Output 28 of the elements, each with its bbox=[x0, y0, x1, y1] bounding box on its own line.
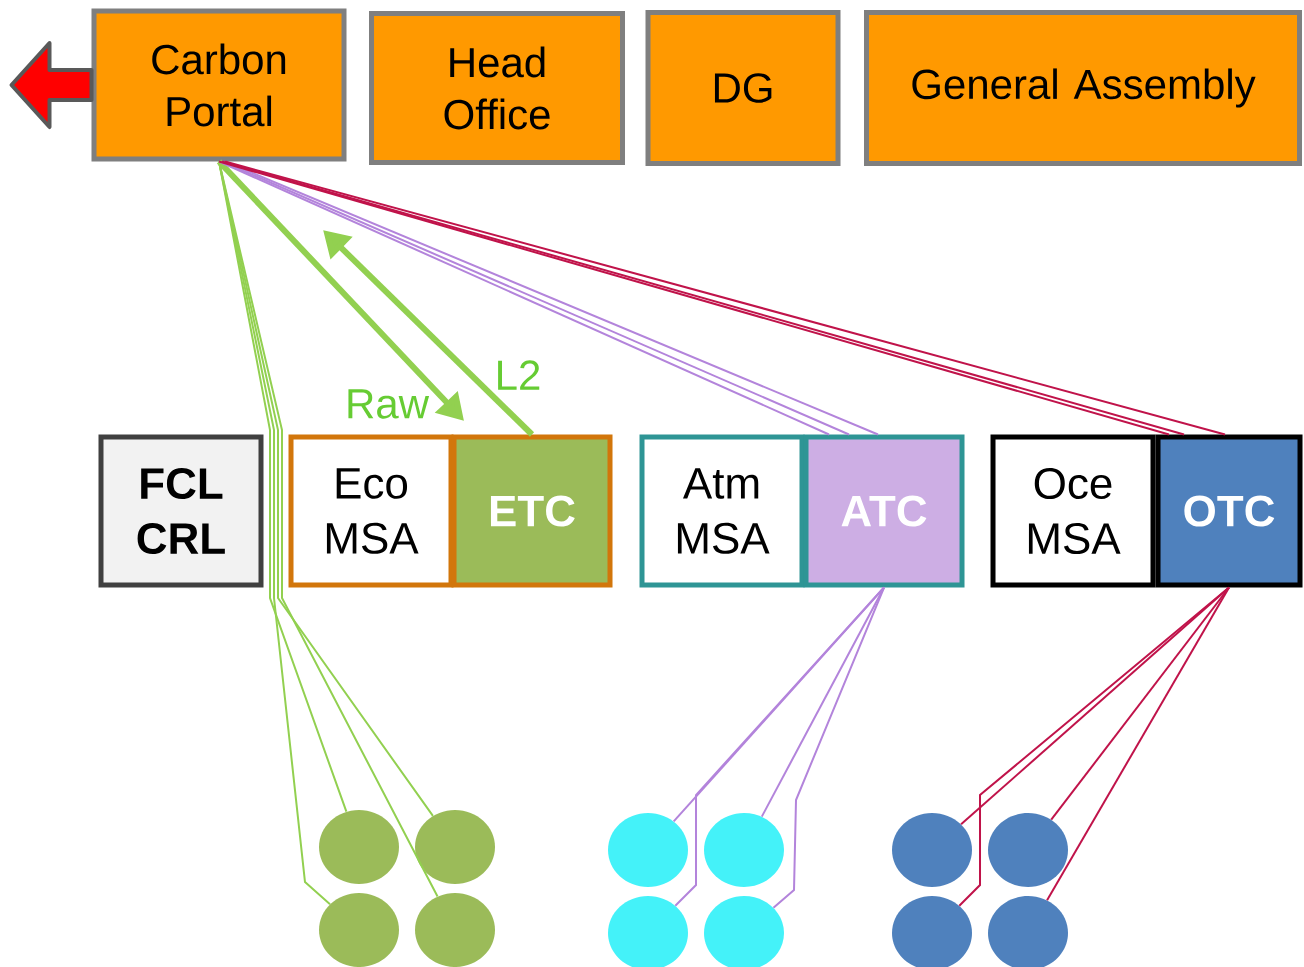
connector-line bbox=[674, 586, 885, 907]
assembly-box: General Assembly bbox=[864, 10, 1302, 166]
unit-box: Oce MSA bbox=[990, 434, 1156, 588]
connector-line bbox=[958, 586, 1230, 907]
circle bbox=[319, 893, 399, 967]
circle bbox=[319, 810, 399, 884]
office-box: Head Office bbox=[369, 11, 625, 165]
circle bbox=[608, 813, 688, 887]
unit-box: ETC bbox=[451, 434, 613, 588]
circle bbox=[892, 813, 972, 887]
block-arrow bbox=[9, 41, 94, 129]
unit-box: Eco MSA bbox=[288, 434, 454, 588]
connector-line bbox=[772, 586, 885, 909]
connector-line bbox=[760, 586, 885, 818]
unit-box: FCL CRL bbox=[98, 434, 264, 588]
circle bbox=[415, 893, 495, 967]
edge-label: L2 bbox=[498, 360, 540, 390]
unit-box: Atm MSA bbox=[639, 434, 805, 588]
portal-box: Carbon Portal bbox=[91, 8, 347, 162]
connector-line bbox=[1050, 586, 1230, 821]
edge-label: Raw bbox=[348, 389, 430, 419]
office-box: DG bbox=[645, 10, 841, 166]
unit-box: ATC bbox=[803, 434, 965, 588]
circle bbox=[704, 813, 784, 887]
unit-box: OTC bbox=[1155, 434, 1303, 588]
circle bbox=[988, 813, 1068, 887]
connector-line bbox=[1046, 586, 1230, 902]
circle bbox=[415, 810, 495, 884]
